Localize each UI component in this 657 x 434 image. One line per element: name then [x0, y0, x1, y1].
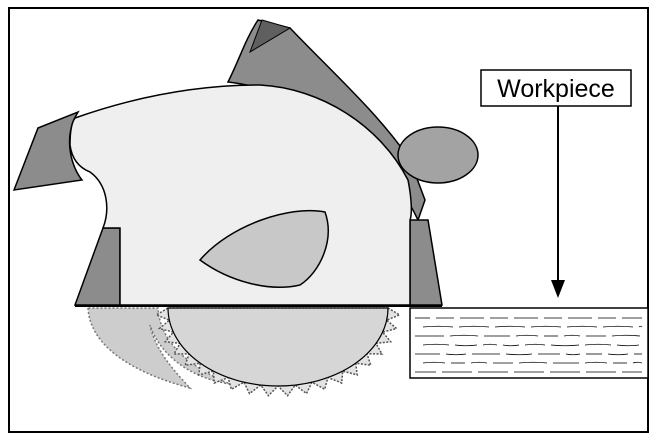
- wood-grain-stroke: [584, 361, 608, 364]
- wood-grain-stroke: [515, 334, 539, 337]
- wood-grain-stroke: [470, 361, 488, 364]
- wood-grain-stroke: [638, 325, 643, 328]
- wood-grain-stroke: [607, 353, 629, 356]
- wood-grain-stroke: [530, 325, 562, 328]
- wood-grain-stroke: [502, 344, 520, 347]
- wood-grain-stroke: [632, 361, 643, 364]
- wood-grain-stroke: [611, 334, 641, 337]
- wood-grain-stroke: [566, 325, 598, 328]
- handle-trigger: [249, 19, 292, 54]
- wood-grain-stroke: [458, 325, 490, 328]
- workpiece-board: [409, 307, 649, 379]
- workpiece-label: Workpiece: [497, 75, 615, 103]
- depth-adjust-knob: [397, 126, 479, 184]
- wood-grain-stroke: [616, 344, 640, 347]
- wood-grain-stroke: [422, 361, 446, 364]
- wood-grain-stroke: [494, 325, 526, 328]
- arrow-down-icon: [551, 106, 565, 298]
- wood-grain-stroke: [524, 343, 546, 346]
- lower-blade-guard: [87, 307, 231, 390]
- wood-grain-stroke: [563, 334, 581, 337]
- blade-window: [198, 209, 329, 288]
- wood-grain-stroke: [445, 353, 467, 356]
- wood-grain-stroke: [454, 344, 478, 347]
- wood-grain-stroke: [482, 343, 498, 346]
- wood-grain-stroke: [584, 343, 612, 346]
- wood-grain-stroke: [422, 343, 450, 346]
- workpiece-callout: Workpiece: [480, 69, 632, 107]
- saw-blade: [154, 307, 402, 397]
- wood-grain-stroke: [565, 353, 581, 356]
- wood-grain-stroke: [518, 361, 548, 364]
- wood-grain-stroke: [550, 344, 580, 347]
- wood-grain-stroke: [602, 325, 634, 328]
- wood-grain-stroke: [505, 353, 533, 356]
- wood-grain-stroke: [422, 325, 454, 328]
- wood-grain-stroke: [449, 334, 479, 337]
